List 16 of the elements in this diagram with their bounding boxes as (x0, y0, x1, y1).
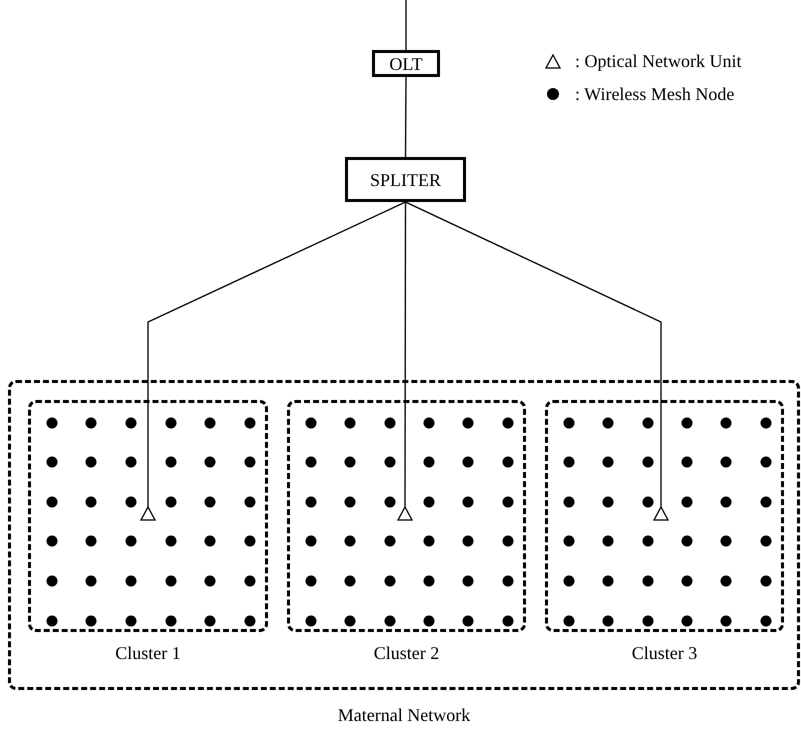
device-box: SPLITER (345, 157, 466, 202)
fiber-line (147, 201, 406, 507)
network-caption: Maternal Network (338, 704, 470, 726)
fiber-line (404, 202, 406, 507)
cluster-caption: Cluster 3 (632, 642, 698, 664)
network-unit-triangle (140, 506, 156, 521)
legend-text: : Optical Network Unit (575, 50, 742, 72)
network-unit-triangle (397, 506, 413, 521)
legend-text: : Wireless Mesh Node (575, 82, 734, 105)
fiber-line (405, 0, 407, 50)
cluster-caption: Cluster 1 (115, 642, 181, 664)
device-box: OLT (372, 50, 440, 77)
fiber-line (405, 201, 662, 507)
network-unit-triangle (653, 506, 669, 521)
fiber-line (404, 77, 407, 158)
cluster-caption: Cluster 2 (374, 642, 440, 664)
